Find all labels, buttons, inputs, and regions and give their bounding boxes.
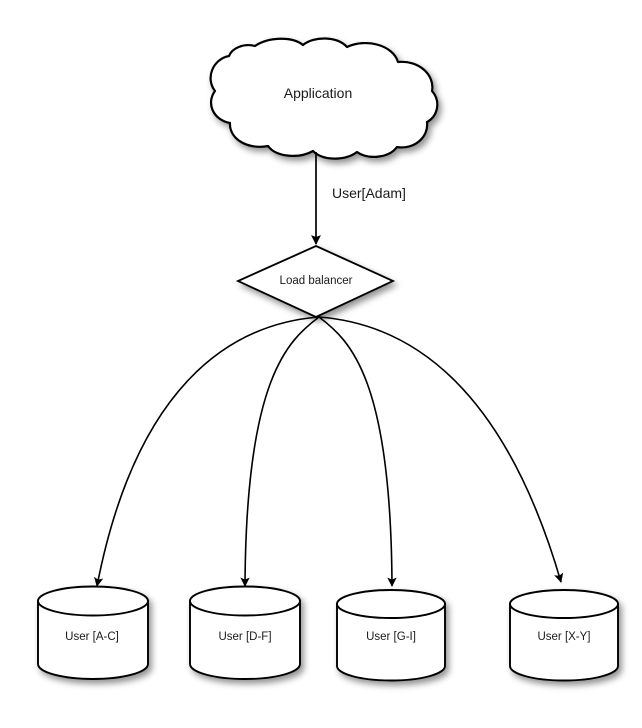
- cloud-shape: [209, 37, 439, 160]
- cloud-node-application[interactable]: [209, 37, 439, 160]
- cylinder-body-2: [336, 603, 446, 682]
- cylinder-body-0: [37, 600, 149, 680]
- cylinder-node-db-1[interactable]: [189, 585, 301, 680]
- cylinder-top-0: [37, 585, 149, 617]
- cylinder-top-1: [189, 585, 301, 617]
- edge-lb-to-db-1[interactable]: [240, 316, 320, 587]
- cylinder-body-1: [189, 600, 301, 680]
- cylinder-node-db-2[interactable]: [336, 589, 446, 682]
- diamond-shape: [235, 245, 396, 318]
- cylinder-top-2: [336, 589, 446, 619]
- cylinder-node-db-3[interactable]: [509, 589, 619, 682]
- cylinder-top-3: [509, 589, 619, 619]
- cylinder-node-db-0[interactable]: [37, 585, 149, 680]
- edge-lb-to-db-3[interactable]: [318, 316, 564, 583]
- cylinder-body-3: [509, 603, 619, 682]
- edge-lb-to-db-0[interactable]: [94, 316, 320, 587]
- edge-group-loadbalancer-to-databases: [94, 316, 564, 587]
- edge-lb-to-db-2[interactable]: [318, 316, 397, 587]
- diamond-node-load-balancer[interactable]: [235, 245, 396, 318]
